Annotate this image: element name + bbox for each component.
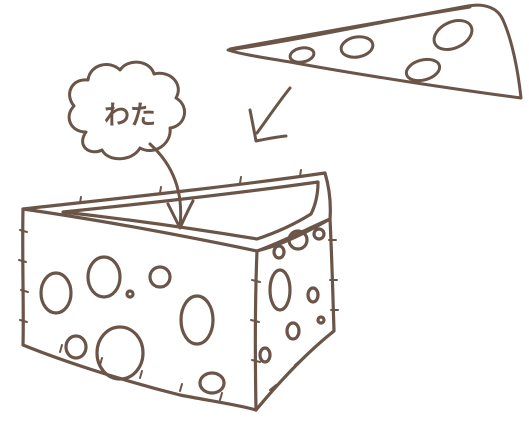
curved-arrow-icon (148, 142, 195, 230)
cloud-bubble-icon (67, 60, 186, 161)
speech-bubble-text: わた (104, 101, 156, 131)
down-arrow-icon (248, 86, 292, 143)
cheese-lid-slice-icon (226, 3, 523, 100)
cheese-wedge-icon (18, 169, 339, 412)
